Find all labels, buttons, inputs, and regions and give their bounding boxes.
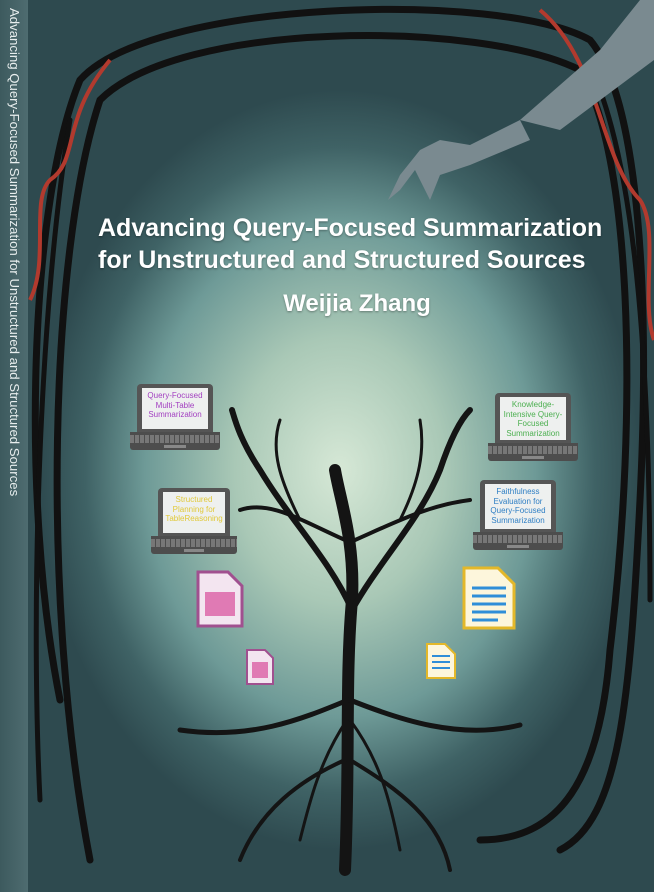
table-document-icon — [196, 570, 274, 685]
laptop-caption: Faithfulness Evaluation for Query-Focuse… — [485, 484, 551, 529]
tree-icon — [177, 407, 523, 876]
laptop-caption: Knowledge-Intensive Query-Focused Summar… — [500, 397, 566, 440]
book-spine: Advancing Query-Focused Summarization fo… — [0, 0, 28, 892]
title-line-1: Advancing Query-Focused Summarization — [98, 214, 603, 242]
text-document-icon — [426, 566, 516, 679]
laptop-icon: Query-Focused Multi-Table Summarization — [130, 384, 220, 450]
laptop-icon: Faithfulness Evaluation for Query-Focuse… — [473, 480, 563, 550]
robot-hand-icon — [388, 0, 654, 200]
laptop-icon: Knowledge-Intensive Query-Focused Summar… — [488, 393, 578, 461]
laptop-caption: Structured Planning for TableReasoning — [163, 492, 225, 533]
title-line-2: for Unstructured and Structured Sources — [98, 246, 586, 274]
book-title: Advancing Query-Focused Summarization fo… — [98, 212, 618, 276]
laptop-icon: Structured Planning for TableReasoning — [151, 488, 237, 554]
laptop-caption: Query-Focused Multi-Table Summarization — [142, 388, 208, 429]
author-name: Weijia Zhang — [283, 290, 431, 317]
red-curves — [28, 8, 654, 341]
black-loops — [31, 5, 653, 864]
